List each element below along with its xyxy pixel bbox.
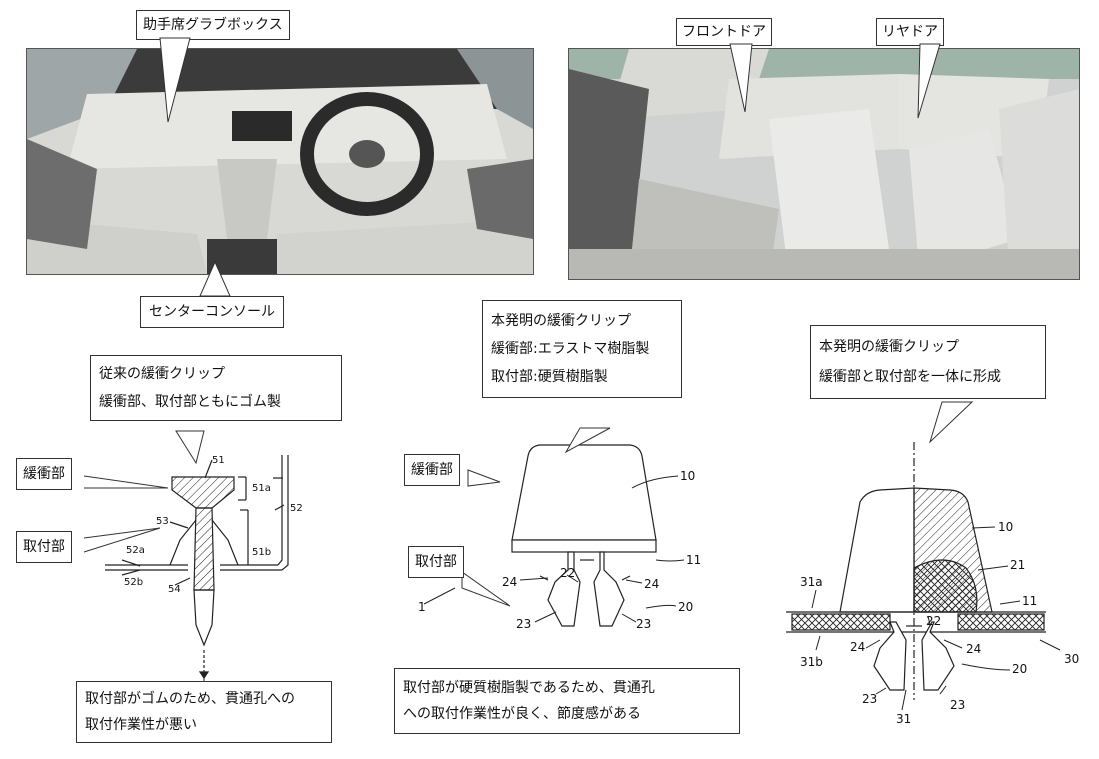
invention1-title-callout: 本発明の緩衝クリップ 緩衝部:エラストマ樹脂製 取付部:硬質樹脂製 xyxy=(482,300,682,398)
ref2-23-left: 23 xyxy=(862,692,878,706)
conventional-subtitle: 緩衝部、取付部ともにゴム製 xyxy=(99,394,281,410)
console-callout: センターコンソール xyxy=(140,296,284,328)
rear-door-label: リヤドア xyxy=(882,24,938,40)
invention1-cushion-callout: 緩衝部 xyxy=(404,454,460,486)
invention1-line2: 緩衝部:エラストマ樹脂製 xyxy=(491,341,650,357)
invention1-mount-label: 取付部 xyxy=(415,554,457,570)
glovebox-label: 助手席グラブボックス xyxy=(143,17,283,33)
conventional-note-line1: 取付部がゴムのため、貫通孔への xyxy=(85,691,295,707)
invention1-note-line1: 取付部が硬質樹脂製であるため、貫通孔 xyxy=(403,680,655,696)
rear-door-callout: リヤドア xyxy=(876,18,944,46)
ref-24-right: 24 xyxy=(644,577,660,591)
invention2-clip-drawing xyxy=(786,442,1046,700)
ref2-31a: 31a xyxy=(800,575,823,589)
ref2-22: 22 xyxy=(926,614,942,628)
invention1-clip-drawing xyxy=(511,444,657,627)
invention2-line2: 緩衝部と取付部を一体に形成 xyxy=(819,369,1001,385)
front-door-label: フロントドア xyxy=(682,24,766,40)
ref-51b: 51b xyxy=(252,547,272,558)
ref-54: 54 xyxy=(168,584,181,595)
ref-52b: 52b xyxy=(124,577,144,588)
conventional-note-line2: 取付作業性が悪い xyxy=(85,717,197,733)
ref2-24-left: 24 xyxy=(850,640,866,654)
conventional-title-callout: 従来の緩衝クリップ 緩衝部、取付部ともにゴム製 xyxy=(90,355,342,421)
invention1-title: 本発明の緩衝クリップ xyxy=(491,313,631,329)
ref-1: 1 xyxy=(418,600,426,614)
conventional-pointers xyxy=(83,430,205,553)
invention2-title: 本発明の緩衝クリップ xyxy=(819,339,959,355)
invention1-note-line2: への取付作業性が良く、節度感がある xyxy=(403,706,641,722)
ref-11: 11 xyxy=(686,553,702,567)
ref-24-left: 24 xyxy=(502,575,518,589)
car-interior-dash-photo xyxy=(26,48,534,275)
console-label: センターコンソール xyxy=(149,304,275,320)
invention1-line3: 取付部:硬質樹脂製 xyxy=(491,369,608,385)
invention1-leaders xyxy=(423,475,685,623)
conventional-cushion-label: 緩衝部 xyxy=(23,466,65,482)
invention2-leaders xyxy=(811,526,1061,711)
ref2-20: 20 xyxy=(1012,662,1028,676)
front-door-callout: フロントドア xyxy=(676,18,772,46)
conventional-mount-callout: 取付部 xyxy=(16,531,72,563)
ref-23-left: 23 xyxy=(516,617,532,631)
ref-20: 20 xyxy=(678,600,694,614)
conventional-note: 取付部がゴムのため、貫通孔への 取付作業性が悪い xyxy=(76,681,332,743)
ref2-10: 10 xyxy=(998,520,1014,534)
ref2-31b: 31b xyxy=(800,655,823,669)
conventional-clip-drawing xyxy=(105,455,289,680)
ref2-23-right: 23 xyxy=(950,698,966,712)
ref-52: 52 xyxy=(290,503,303,514)
invention1-pointers xyxy=(461,427,611,607)
invention1-note: 取付部が硬質樹脂製であるため、貫通孔 への取付作業性が良く、節度感がある xyxy=(394,668,740,734)
ref2-11: 11 xyxy=(1022,594,1038,608)
ref2-31: 31 xyxy=(896,712,912,726)
invention1-cushion-label: 緩衝部 xyxy=(411,462,453,478)
dash-illustration xyxy=(27,49,533,274)
car-interior-doors-photo xyxy=(568,48,1080,280)
ref-53: 53 xyxy=(156,516,169,527)
ref2-21: 21 xyxy=(1010,558,1026,572)
ref-51: 51 xyxy=(212,455,225,466)
ref2-30: 30 xyxy=(1064,652,1080,666)
glovebox-callout: 助手席グラブボックス xyxy=(136,10,290,40)
doors-illustration xyxy=(569,49,1079,279)
ref-52a: 52a xyxy=(126,545,145,556)
ref2-24-right: 24 xyxy=(966,642,982,656)
invention2-pointers xyxy=(928,401,974,444)
ref-22: 22 xyxy=(560,566,576,580)
conventional-title: 従来の緩衝クリップ xyxy=(99,366,225,382)
invention2-title-callout: 本発明の緩衝クリップ 緩衝部と取付部を一体に形成 xyxy=(810,325,1046,399)
conventional-mount-label: 取付部 xyxy=(23,539,65,555)
photo-pointers xyxy=(159,37,941,297)
invention1-mount-callout: 取付部 xyxy=(408,546,464,578)
ref-10: 10 xyxy=(680,469,696,483)
ref-23-right: 23 xyxy=(636,617,652,631)
conventional-cushion-callout: 緩衝部 xyxy=(16,458,72,490)
ref-51a: 51a xyxy=(252,483,271,494)
